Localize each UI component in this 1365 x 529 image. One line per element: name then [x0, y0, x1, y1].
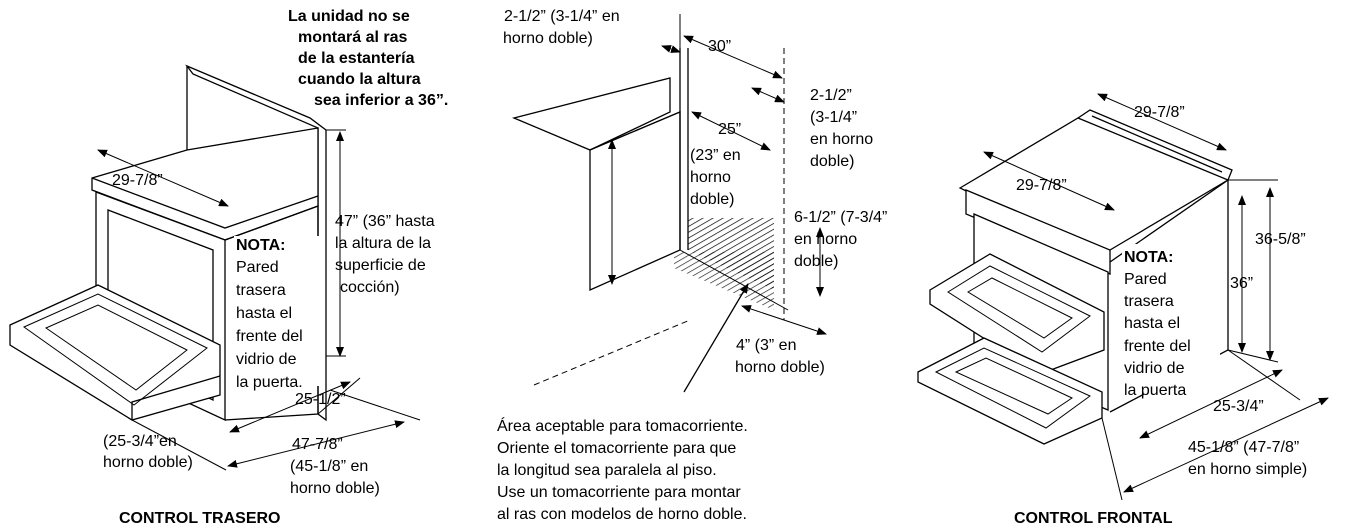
- left-warning-line-5: sea inferior a 36”.: [314, 92, 448, 109]
- right-note-line-4: frente del: [1124, 338, 1191, 355]
- center-right-top-line-1: 2-1/2”: [810, 87, 852, 104]
- left-note-line-3: hasta el: [236, 305, 292, 322]
- left-note-line-1: Pared: [236, 259, 279, 276]
- center-top-left-dimension: [661, 45, 681, 53]
- left-note-line-2: trasera: [236, 282, 286, 299]
- right-top-width-label: 29-7/8”: [1134, 104, 1185, 121]
- center-25-line-3: horno: [690, 169, 731, 186]
- left-note-line-5: vidrio de: [236, 351, 297, 368]
- center-4-line-2: horno doble): [735, 359, 825, 376]
- outlet-note-line-5: al ras con modelos de horno doble.: [497, 506, 747, 523]
- right-depth-label: 25-3/4”: [1213, 398, 1264, 415]
- outlet-note-line-1: Área aceptable para tomacorriente.: [497, 416, 748, 435]
- left-overall-line-1: 47-7/8”: [292, 436, 343, 453]
- left-overall-depth-dimension: [227, 420, 405, 468]
- right-top-width-dimension: [1097, 93, 1227, 151]
- center-25-line-1: 25”: [718, 121, 741, 138]
- center-right-top-line-4: doble): [810, 153, 854, 170]
- center-right-top-line-3: en horno: [810, 131, 873, 148]
- outlet-note-line-2: Oriente el tomacorriente para que: [497, 440, 736, 457]
- center-6-line-2: en horno: [794, 231, 857, 248]
- right-note-line-1: Pared: [1124, 271, 1167, 288]
- left-warning-line-4: cuando la altura: [298, 71, 421, 88]
- center-25-line-2: (23” en: [690, 147, 741, 164]
- right-overall-depth-dimension: [1123, 397, 1329, 493]
- right-note-line-3: hasta el: [1124, 315, 1180, 332]
- left-height-line-2: la altura de la: [335, 235, 431, 252]
- left-warning-line-2: montará al ras: [298, 29, 407, 46]
- left-height-line-4: cocción): [340, 279, 400, 296]
- center-right-top-dimension: [751, 87, 785, 103]
- left-note-title: NOTA:: [236, 237, 285, 254]
- center-width-label: 30”: [708, 38, 731, 55]
- left-depth-label: 25-1/2”: [295, 391, 346, 408]
- left-note-line-4: frente del: [236, 328, 303, 345]
- right-caption: CONTROL FRONTAL: [1014, 510, 1173, 527]
- right-note-title: NOTA:: [1124, 249, 1173, 266]
- right-outer-height-label: 36-5/8”: [1255, 231, 1306, 248]
- right-inner-height-label: 36”: [1230, 275, 1253, 292]
- center-right-top-line-2: (3-1/4”: [810, 109, 857, 126]
- center-4-line-1: 4” (3” en: [736, 337, 796, 354]
- left-overall-line-2: (45-1/8” en: [290, 458, 368, 475]
- left-width-dimension: [97, 149, 229, 207]
- left-warning-line-3: de la estantería: [298, 50, 415, 67]
- outlet-note-line-4: Use un tomacorriente para montar: [497, 484, 741, 501]
- left-width-label: 29-7/8”: [112, 172, 163, 189]
- right-front-width-label: 29-7/8”: [1016, 177, 1067, 194]
- left-height-line-3: superficie de: [335, 257, 426, 274]
- left-depth-double-line-2: horno doble): [103, 454, 193, 471]
- outlet-pointer-arrow: [683, 283, 749, 393]
- right-note-line-6: la puerta: [1124, 382, 1186, 399]
- left-height-line-1: 47” (36” hasta: [335, 213, 435, 230]
- right-note-line-2: trasera: [1124, 293, 1174, 310]
- right-note-line-5: vidrio de: [1124, 360, 1185, 377]
- left-warning-line-1: La unidad no se: [288, 8, 410, 25]
- right-front-width-dimension: [983, 151, 1115, 211]
- center-top-left-line-2: horno doble): [503, 30, 593, 47]
- center-width-dimension: [683, 35, 783, 79]
- center-top-left-line-1: 2-1/2” (3-1/4” en: [504, 8, 620, 25]
- center-25-line-4: doble): [690, 191, 734, 208]
- left-caption: CONTROL TRASERO: [119, 510, 280, 527]
- left-depth-double-line-1: (25-3/4”en: [103, 433, 177, 450]
- left-note-line-6: la puerta.: [236, 374, 303, 391]
- right-overall-line-2: en horno simple): [1188, 461, 1307, 478]
- left-overall-line-3: horno doble): [290, 480, 380, 497]
- center-25-dimension: [691, 111, 771, 151]
- center-cabinet-drawing: [511, 14, 789, 386]
- center-6-line-1: 6-1/2” (7-3/4”: [794, 209, 887, 226]
- center-4-dimension: [741, 305, 827, 335]
- outlet-note-line-3: la longitud sea paralela al piso.: [497, 462, 717, 479]
- right-overall-line-1: 45-1/8” (47-7/8”: [1188, 439, 1299, 456]
- center-6-line-3: doble): [794, 253, 838, 270]
